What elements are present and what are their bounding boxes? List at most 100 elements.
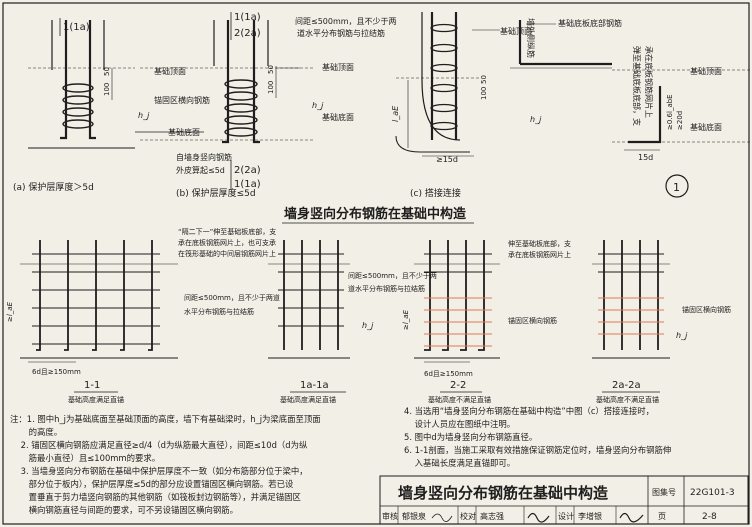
fig-c-stirrup (430, 121, 458, 131)
s2a-ann-1: 锚固区横向钢筋 (682, 305, 731, 314)
section-1-1: 6d且≥150mm ≥l_aE “隔二下一”伸至基础板底部，支 承在底板钢筋网片… (6, 227, 280, 404)
s2a-label: 2a-2a (612, 380, 641, 391)
fig-a-rebar-right (88, 20, 96, 140)
s1a-ann-1: 间距≤500mm，且不少于两 (348, 272, 437, 280)
fig-a-stirrup (62, 107, 94, 117)
fig-b-top-label-1: 1(1a) (234, 12, 261, 23)
title-block-frame (379, 475, 749, 525)
s2-caption: 基础高度不满足直锚 (428, 395, 491, 404)
fig-d-label-outer: 墙外侧纵筋 (526, 18, 536, 58)
s2a-anchor-transverse-bars (598, 297, 664, 335)
fig-b-right-bottom: 基础底面 (322, 112, 354, 122)
s1a-ann-2: 道水平分布钢筋与拉结筋 (348, 284, 425, 293)
figure-c: 间距≤500mm，且不少于两 道水平分布钢筋与拉结筋 基础顶面 l_aE ≥15… (295, 12, 542, 199)
fig-c-note-1: 间距≤500mm，且不少于两 (295, 17, 397, 26)
s2-ann-1: 伸至基础板底部，支 (508, 239, 571, 248)
fig-b-stirrup (224, 103, 258, 113)
s1a-caption: 基础高度满足直锚 (280, 395, 336, 404)
s2-vertical-rebars (424, 240, 485, 351)
s2a-vertical-rebars (603, 240, 659, 350)
fig-b-note-2: 外皮算起≤5d (176, 165, 225, 175)
s1-caption: 基础高度满足直锚 (68, 395, 124, 404)
s2-lae: ≥l_aE (402, 309, 410, 330)
design-label: 设计 (558, 511, 574, 521)
fig-a-section-label: 1(1a) (63, 22, 90, 33)
fig-c-caption: (c) 搭接连接 (410, 187, 461, 199)
fig-c-stirrup (430, 83, 458, 93)
fig-b-label-bottom: 基础底面 (168, 127, 200, 137)
s1-lae: ≥l_aE (6, 301, 14, 322)
fig-d-label-bottom-rebar: 基础底板底部钢筋 (558, 18, 622, 28)
title-block: 墙身竖向分布钢筋在基础中构造 图集号 22G101-3 审核 郁银泉 校对 高志… (379, 475, 749, 525)
fig-b-rebar-left (222, 20, 230, 144)
fig-d-circle-label: 1 (673, 181, 680, 194)
fig-b-dim-50: 50 (267, 65, 275, 74)
s1-dim: 6d且≥150mm (32, 368, 81, 376)
title-block-main-title: 墙身竖向分布钢筋在基础中构造 (398, 484, 608, 502)
fig-c-stirrup (430, 63, 458, 73)
fig-a-stirrup (62, 119, 94, 129)
section-2a-2a: 锚固区横向钢筋 h_j 2a-2a 基础高度不满足直锚 (592, 240, 731, 404)
fig-a-stirrup (62, 83, 94, 93)
s1a-label: 1a-1a (300, 380, 329, 391)
fig-b-note-1: 自墙身竖向钢筋 (176, 152, 232, 162)
fig-b-dim-100: 100 (267, 81, 275, 94)
fig-c-note-2: 道水平分布钢筋与拉结筋 (297, 28, 385, 38)
fig-c-stirrup (430, 23, 458, 33)
s1a-hj: h_j (362, 321, 374, 330)
fig-b-caption: (b) 保护层厚度≤5d (176, 187, 256, 199)
fig-b-bottom-label-2: 1(1a) (234, 179, 261, 190)
fig-c-lap-bar (421, 12, 461, 141)
s1-vertical-rebars (36, 240, 153, 351)
checker: 高志强 (480, 511, 504, 521)
designer-signature (619, 512, 644, 523)
s2a-hj: h_j (676, 331, 688, 340)
fig-a-label-anchor: 锚固区横向钢筋 (154, 95, 210, 105)
fig-a-rebar-left (60, 20, 68, 140)
fig-a-dim-50: 50 (103, 67, 111, 76)
fig-d-15d: 15d (638, 153, 653, 162)
notes-right: 4. 当选用“墙身竖向分布钢筋在基础中构造”中图（c）搭接连接时， 设计人员应在… (404, 406, 672, 468)
s2-ann-3: 锚固区横向钢筋 (508, 316, 557, 325)
fig-d-0-6labe: ≥0.6l_abE (666, 94, 674, 130)
s2a-horizontal-rebars (598, 253, 664, 273)
s2-anchor-transverse-bars (424, 297, 492, 347)
fig-c-hj: h_j (530, 115, 542, 124)
fig-b-label-top: 基础顶面 (154, 66, 186, 76)
s2-ann-2: 承在底板钢筋网片上 (508, 250, 571, 259)
fig-d-bottom-label: 基础底面 (690, 122, 722, 132)
notes-left: 注：1. 图中h_j为基础底面至基础顶面的高度，墙下有基础梁时，h_j为梁底面至… (10, 414, 321, 515)
fig-d-note-1: 弹至基础底板底部，支 (632, 46, 642, 126)
s2-horizontal-rebars (424, 253, 492, 273)
s2-dim: 6d且≥150mm (424, 370, 473, 378)
fig-d-20d: ≥20d (676, 111, 684, 130)
figure-b: 基础顶面 锚固区横向钢筋 基础底面 h_j 1(1a) 2(2a) 2(2a) … (135, 12, 354, 199)
fig-c-hook (395, 135, 470, 153)
fig-d-top-label: 基础顶面 (690, 66, 722, 76)
section-2-2: 6d且≥150mm ≥l_aE 伸至基础板底部，支 承在底板钢筋网片上 锚固区横… (402, 239, 571, 404)
fig-c-dim-50: 50 (480, 75, 488, 84)
fig-a-caption: (a) 保护层厚度＞5d (13, 181, 94, 193)
fig-c-dim-100: 100 (480, 87, 488, 100)
s1a-horizontal-rebars (278, 253, 344, 327)
atlas-no: 22G101-3 (690, 488, 735, 498)
designer: 李增银 (578, 511, 602, 521)
section-1a-1a: 间距≤500mm，且不少于两 道水平分布钢筋与拉结筋 h_j 1a-1a 基础高… (268, 240, 437, 404)
figure-a: 1(1a) 100 50 (a) 保护层厚度＞5d (13, 18, 135, 193)
s1-ann-4: 间距≤500mm，且不少于两道 (184, 293, 280, 302)
fig-b-stirrup (224, 79, 258, 89)
s1-horizontal-rebars (32, 253, 160, 345)
fig-b-bottom-label-1: 2(2a) (234, 165, 261, 176)
fig-d-note-2: 承在底板钢筋网片上 (644, 46, 654, 118)
fig-c-lae: l_aE (391, 105, 400, 122)
s2a-caption: 基础高度不满足直锚 (596, 395, 659, 404)
s1-ann-5: 水平分布钢筋与拉结筋 (184, 307, 254, 316)
page-no: 2-8 (702, 512, 717, 522)
fig-d-circle-mark (665, 174, 689, 198)
fig-c-top-label: 基础顶面 (500, 26, 532, 36)
fig-a-dim-100: 100 (103, 83, 111, 96)
fig-b-hj: h_j (312, 101, 324, 110)
fig-b-stirrup (224, 91, 258, 101)
